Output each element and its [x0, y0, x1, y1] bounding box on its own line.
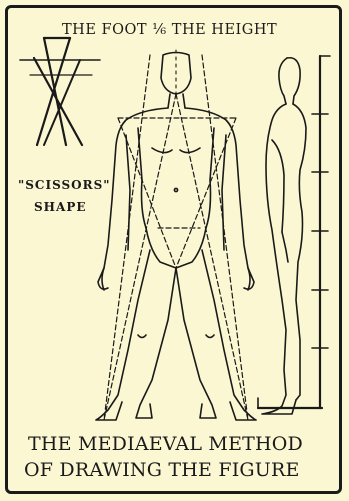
scissors-label-line1: "SCISSORS"	[18, 178, 111, 192]
height-ruler	[258, 56, 330, 408]
profile-figure	[262, 58, 306, 414]
scissors-label-line2: SHAPE	[34, 200, 86, 214]
caption-line1: THE MEDIAEVAL METHOD	[28, 433, 303, 455]
scissors-diagram	[20, 38, 100, 145]
front-figure	[96, 50, 256, 420]
caption-line2: OF DRAWING THE FIGURE	[24, 459, 300, 481]
construction-lines	[104, 55, 248, 420]
